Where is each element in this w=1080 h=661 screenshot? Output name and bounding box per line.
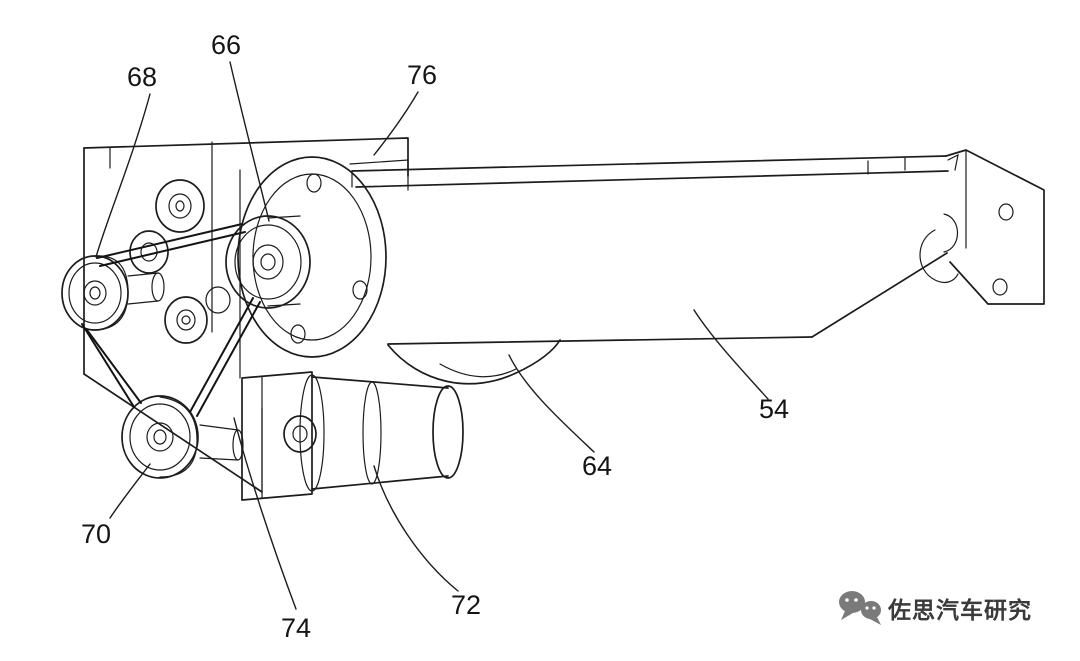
flange-disc <box>237 156 387 358</box>
under-bracket-64 <box>387 339 561 385</box>
ref-label-76: 76 <box>407 60 437 90</box>
motor-72 <box>283 374 464 492</box>
pulley-70 <box>121 395 244 479</box>
ref-label-74: 74 <box>281 613 311 643</box>
gearbox <box>241 371 313 501</box>
watermark: 佐思汽车研究 <box>839 591 1032 625</box>
left-mount-plate <box>83 137 409 493</box>
pulley-68 <box>61 255 165 331</box>
ref-label-66: 66 <box>211 30 241 60</box>
watermark-text: 佐思汽车研究 <box>887 597 1032 624</box>
ref-label-54: 54 <box>759 394 789 424</box>
pulley-66 <box>225 215 311 309</box>
ref-label-70: 70 <box>81 519 111 549</box>
drive-belt <box>81 223 261 417</box>
reference-labels: 68 66 76 54 64 70 72 74 <box>81 30 789 643</box>
ref-label-72: 72 <box>451 590 481 620</box>
leader-lines <box>95 61 769 610</box>
end-bracket <box>919 149 1045 305</box>
wechat-logo-icon <box>839 591 881 625</box>
ref-label-64: 64 <box>582 451 612 481</box>
ref-label-68: 68 <box>127 62 157 92</box>
main-arm-54 <box>351 155 949 345</box>
idler-rollers <box>129 179 231 344</box>
